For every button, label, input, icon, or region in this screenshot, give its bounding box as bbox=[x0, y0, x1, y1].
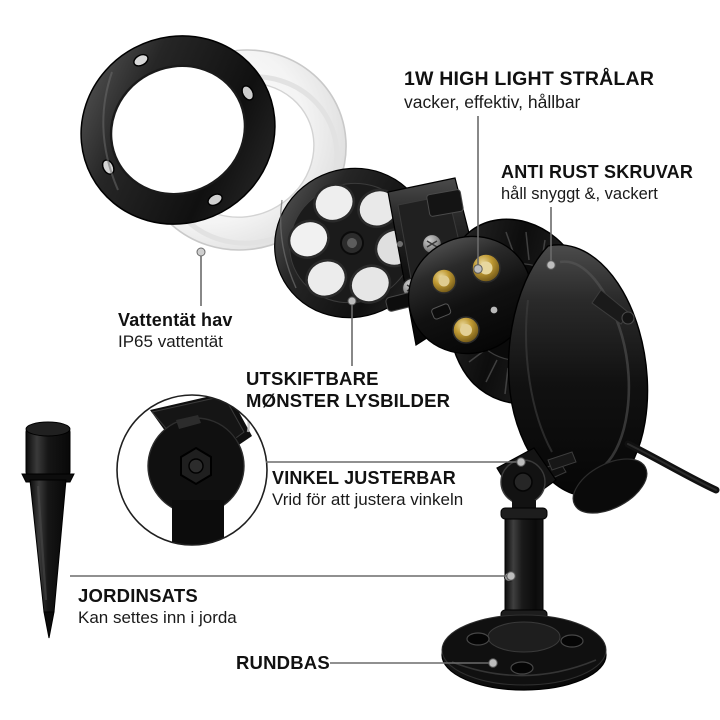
ground-stake bbox=[21, 421, 75, 639]
callout-screws: ANTI RUST SKRUVAR håll snyggt &, vackert bbox=[501, 162, 693, 204]
callout-slides-title: UTSKIFTBARE bbox=[246, 368, 379, 389]
callout-base: RUNDBAS bbox=[236, 652, 330, 674]
callout-screws-title: ANTI RUST SKRUVAR bbox=[501, 162, 694, 182]
callout-angle-subtitle: Vrid för att justera vinkeln bbox=[272, 490, 464, 509]
callout-led: 1W HIGH LIGHT STRÅLAR vacker, effektiv, … bbox=[404, 68, 654, 113]
power-cable bbox=[624, 440, 720, 494]
round-base bbox=[441, 614, 607, 691]
callout-stake-subtitle: Kan settes inn i jorda bbox=[78, 608, 237, 627]
callout-led-subtitle: vacker, effektiv, hållbar bbox=[404, 92, 581, 112]
front-bezel-ring bbox=[80, 35, 276, 225]
callout-angle-title: VINKEL JUSTERBAR bbox=[272, 468, 456, 488]
callout-slides-subtitle: MØNSTER LYSBILDER bbox=[246, 390, 451, 411]
callout-stake-title: JORDINSATS bbox=[78, 585, 198, 606]
detail-circle bbox=[116, 394, 268, 546]
callout-screws-subtitle: håll snyggt &, vackert bbox=[501, 185, 658, 203]
callout-waterproof-title: Vattentät hav bbox=[118, 310, 233, 330]
body-housing bbox=[507, 244, 649, 514]
callout-stake: JORDINSATS Kan settes inn i jorda bbox=[78, 585, 237, 628]
led-face-plate bbox=[407, 235, 560, 355]
callout-slides: UTSKIFTBARE MØNSTER LYSBILDER bbox=[246, 368, 450, 412]
mount-post bbox=[500, 507, 548, 623]
leader-lines bbox=[70, 116, 552, 664]
callout-base-title: RUNDBAS bbox=[236, 652, 330, 673]
callout-angle: VINKEL JUSTERBAR Vrid för att justera vi… bbox=[272, 468, 463, 510]
callout-waterproof: Vattentät hav IP65 vattentät bbox=[118, 310, 233, 352]
callout-waterproof-subtitle: IP65 vattentät bbox=[118, 332, 223, 351]
leader-endpoints bbox=[196, 247, 556, 668]
callout-led-title: 1W HIGH LIGHT STRÅLAR bbox=[404, 68, 655, 90]
